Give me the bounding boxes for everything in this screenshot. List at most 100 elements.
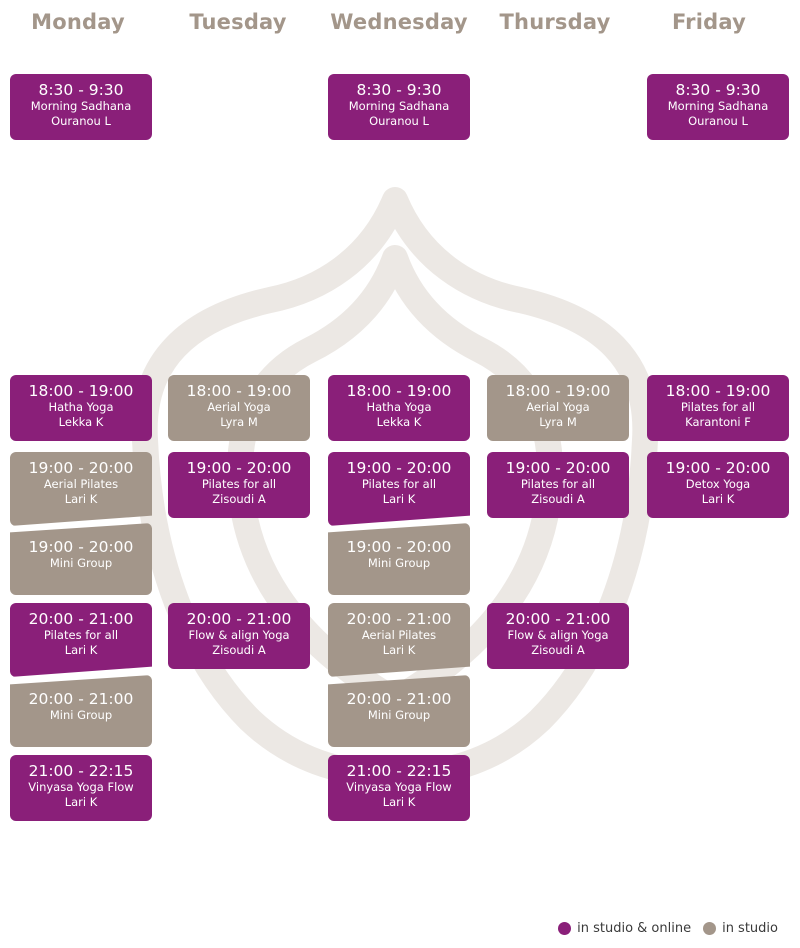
- legend-label-studio: in studio: [722, 921, 778, 936]
- class-teacher: Zisoudi A: [212, 643, 266, 657]
- class-teacher: Lekka K: [58, 415, 104, 429]
- class-name: Pilates for all: [680, 400, 756, 414]
- class-teacher: Lari K: [382, 643, 416, 657]
- class-teacher: Karantoni F: [685, 415, 751, 429]
- day-header-tuesday: Tuesday: [189, 10, 287, 34]
- class-name: Morning Sadhana: [348, 99, 450, 113]
- class-teacher: Lyra M: [220, 415, 258, 429]
- class-teacher: Lari K: [64, 492, 98, 506]
- class-teacher: Lekka K: [376, 415, 422, 429]
- legend-studio-swatch: [703, 922, 717, 935]
- class-teacher: Zisoudi A: [212, 492, 266, 506]
- day-header-wednesday: Wednesday: [330, 10, 468, 34]
- class-time: 20:00 - 21:00: [28, 610, 134, 628]
- class-teacher: Zisoudi A: [531, 492, 585, 506]
- day-header-friday: Friday: [671, 10, 746, 34]
- class-teacher: Lari K: [382, 795, 416, 809]
- class-time: 8:30 - 9:30: [675, 81, 761, 99]
- class-teacher: Ouranou L: [688, 114, 748, 128]
- class-time: 19:00 - 20:00: [186, 459, 292, 477]
- legend-label-online: in studio & online: [577, 921, 692, 936]
- class-time: 18:00 - 19:00: [665, 382, 771, 400]
- class-time: 19:00 - 20:00: [346, 538, 452, 556]
- class-name: Hatha Yoga: [48, 400, 114, 414]
- class-time: 19:00 - 20:00: [28, 538, 134, 556]
- class-time: 18:00 - 19:00: [186, 382, 292, 400]
- class-teacher: Zisoudi A: [531, 643, 585, 657]
- class-teacher: Lyra M: [539, 415, 577, 429]
- class-name: Hatha Yoga: [366, 400, 432, 414]
- class-name: Aerial Pilates: [361, 628, 437, 642]
- day-header-thursday: Thursday: [499, 10, 611, 34]
- class-time: 19:00 - 20:00: [346, 459, 452, 477]
- legend-item-online: in studio & online: [558, 921, 691, 936]
- class-name: Pilates for all: [361, 477, 437, 491]
- class-time: 19:00 - 20:00: [665, 459, 771, 477]
- class-teacher: Ouranou L: [369, 114, 429, 128]
- class-teacher: Lari K: [64, 795, 98, 809]
- class-time: 18:00 - 19:00: [505, 382, 611, 400]
- class-name: Morning Sadhana: [667, 99, 769, 113]
- class-time: 20:00 - 21:00: [186, 610, 292, 628]
- legend: in studio & online in studio: [546, 921, 778, 936]
- class-time: 8:30 - 9:30: [38, 81, 124, 99]
- class-teacher: Lari K: [382, 492, 416, 506]
- legend-online-swatch: [558, 922, 572, 935]
- class-name: Aerial Pilates: [43, 477, 119, 491]
- class-time: 20:00 - 21:00: [28, 690, 134, 708]
- day-header-monday: Monday: [31, 10, 125, 34]
- class-time: 19:00 - 20:00: [505, 459, 611, 477]
- class-name: Flow & align Yoga: [507, 628, 609, 642]
- class-name: Vinyasa Yoga Flow: [346, 780, 452, 794]
- class-teacher: Lari K: [701, 492, 735, 506]
- class-name: Pilates for all: [201, 477, 277, 491]
- class-name: Morning Sadhana: [30, 99, 132, 113]
- class-name: Pilates for all: [43, 628, 119, 642]
- class-time: 21:00 - 22:15: [28, 762, 134, 780]
- class-name: Aerial Yoga: [526, 400, 590, 414]
- class-name: Pilates for all: [520, 477, 596, 491]
- class-time: 19:00 - 20:00: [28, 459, 134, 477]
- class-time: 20:00 - 21:00: [505, 610, 611, 628]
- class-teacher: Ouranou L: [51, 114, 111, 128]
- class-name: Detox Yoga: [685, 477, 751, 491]
- class-time: 21:00 - 22:15: [346, 762, 452, 780]
- class-time: 18:00 - 19:00: [346, 382, 452, 400]
- class-name: Mini Group: [49, 708, 113, 722]
- class-name: Aerial Yoga: [207, 400, 271, 414]
- class-time: 18:00 - 19:00: [28, 382, 134, 400]
- legend-item-studio: in studio: [703, 921, 778, 936]
- class-teacher: Lari K: [64, 643, 98, 657]
- class-time: 8:30 - 9:30: [356, 81, 442, 99]
- class-name: Mini Group: [49, 556, 113, 570]
- class-name: Flow & align Yoga: [188, 628, 290, 642]
- class-time: 20:00 - 21:00: [346, 610, 452, 628]
- class-time: 20:00 - 21:00: [346, 690, 452, 708]
- class-name: Mini Group: [367, 708, 431, 722]
- class-name: Mini Group: [367, 556, 431, 570]
- class-name: Vinyasa Yoga Flow: [28, 780, 134, 794]
